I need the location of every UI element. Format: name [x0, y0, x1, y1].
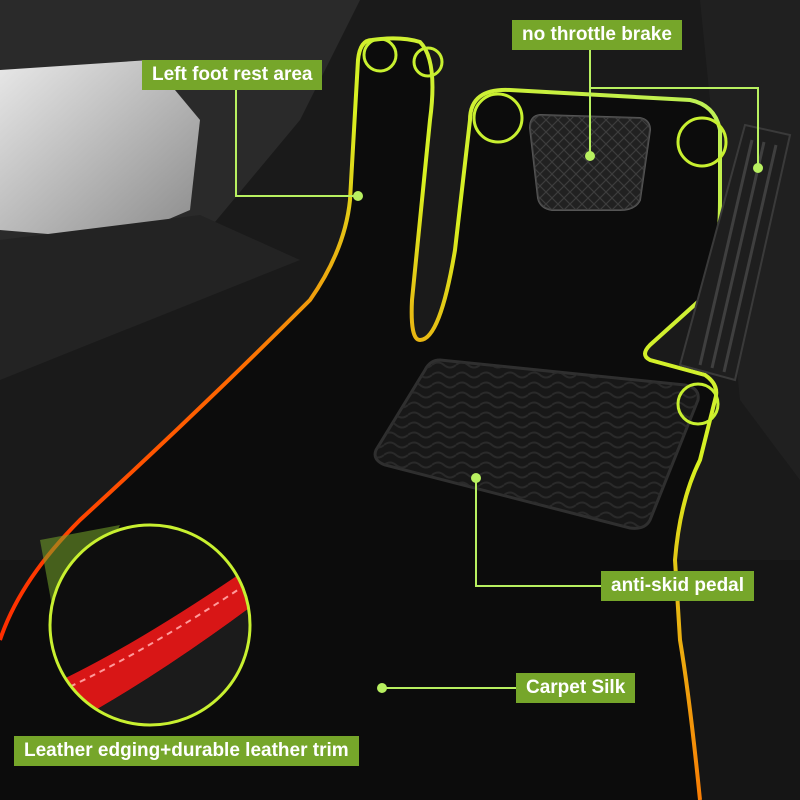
leather-edge-closeup [50, 525, 250, 725]
accelerator-pedal [678, 123, 792, 382]
anti-skid-pedal-label: anti-skid pedal [601, 571, 755, 601]
no-throttle-brake-label: no throttle brake [512, 20, 682, 50]
anti-skid-texture [375, 360, 699, 529]
closeup-ring [48, 523, 252, 727]
leather-edging-label: Leather edging+durable leather trim [14, 736, 359, 766]
door-step [0, 215, 300, 380]
left-foot-rest-label: Left foot rest area [142, 60, 323, 90]
brake-pedal-face [530, 115, 650, 210]
carpet-silk-label: Carpet Silk [516, 673, 636, 703]
accelerator-ridges [698, 139, 778, 373]
callout-dots [353, 151, 763, 693]
callout-lines [235, 50, 759, 689]
highlight-circles [362, 37, 728, 426]
door-sill [0, 60, 200, 240]
